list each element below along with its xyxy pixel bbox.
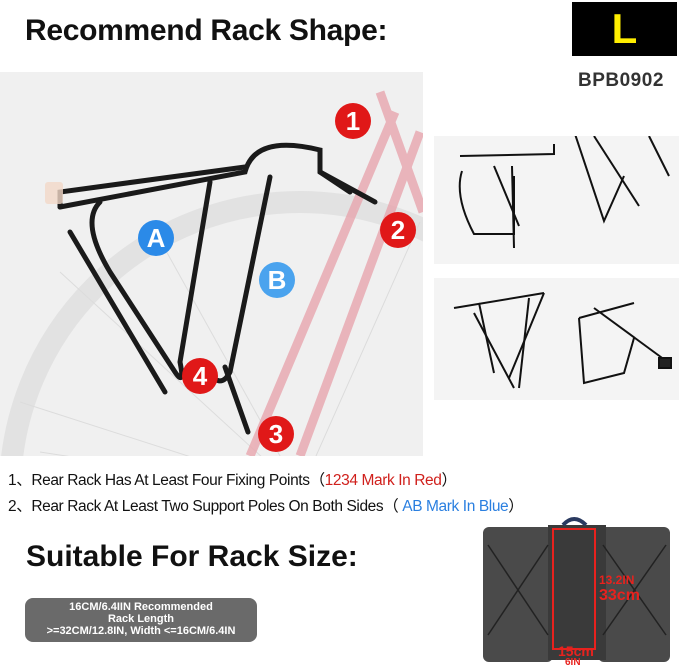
marker-1: 1 [335,103,371,139]
main-rack-image: 1 2 3 4 A B [0,72,423,456]
red-highlight: 1234 Mark In Red [324,472,442,489]
requirement-index: 2、 [8,498,32,515]
thumbnail-row-1 [434,125,679,264]
paren: （ [309,472,326,489]
paren: ） [441,472,457,489]
marker-3: 3 [258,416,294,452]
bag-height-in: 13.2IN [599,573,635,587]
marker-a: A [138,220,174,256]
spec-line-2: Rack Length [107,613,174,625]
rack-thumbnails-1 [458,125,670,249]
model-code: BPB0902 [578,70,664,91]
requirement-index: 1、 [8,472,32,489]
blue-highlight: AB Mark In Blue [402,498,509,515]
requirement-1: 1、Rear Rack Has At Least Four Fixing Poi… [8,468,457,490]
bag-illustration [483,517,670,662]
size-badge: L [572,2,677,56]
bag-width-cm: 15cm [558,643,594,659]
bag-height-cm: 33cm [599,587,640,604]
size-section-title: Suitable For Rack Size: [26,540,358,573]
requirement-text: Rear Rack At Least Two Support Poles On … [31,498,384,515]
rack-illustration [1,90,423,456]
thumbnail-row-2 [434,278,679,400]
bag-width-in: 6IN [565,657,581,668]
requirement-2: 2、Rear Rack At Least Two Support Poles O… [8,494,524,516]
paren: ） [508,498,524,515]
spec-box: 16CM/6.4IIN Recommended Rack Length >=32… [25,598,257,642]
marker-4: 4 [182,358,218,394]
requirement-text: Rear Rack Has At Least Four Fixing Point… [31,472,310,489]
marker-2: 2 [380,212,416,248]
spec-line-3: >=32CM/12.8IN, Width <=16CM/6.4IN [46,625,236,637]
marker-b: B [259,262,295,298]
spec-line-1: 16CM/6.4IIN Recommended [69,601,213,613]
pannier-bag-image: 13.2IN 33cm 15cm 6IN [478,515,676,668]
rack-thumbnails-2 [453,292,672,389]
paren: （ [383,498,403,515]
page-title: Recommend Rack Shape: [25,14,388,47]
